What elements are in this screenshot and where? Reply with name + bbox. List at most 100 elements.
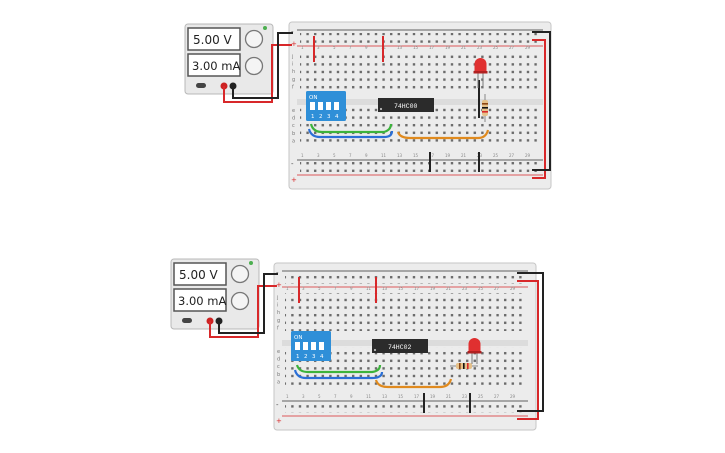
dip-switch-number-1: 1 bbox=[296, 354, 300, 360]
dip-switch-toggle-1[interactable] bbox=[295, 342, 300, 350]
wire-green[interactable] bbox=[295, 364, 382, 374]
column-number: 11 bbox=[366, 286, 372, 291]
resistor[interactable] bbox=[482, 94, 488, 122]
column-number: 21 bbox=[446, 286, 452, 291]
column-number: 25 bbox=[478, 286, 484, 291]
row-letter: e bbox=[292, 108, 295, 114]
dip-switch-toggle-4[interactable] bbox=[334, 102, 339, 110]
column-number: 9 bbox=[350, 394, 353, 399]
column-number: 13 bbox=[397, 153, 403, 158]
row-letter: f bbox=[292, 84, 294, 90]
power-supply[interactable]: 5.00 V 3.00 mA bbox=[170, 258, 260, 330]
column-number: 29 bbox=[525, 45, 531, 50]
dip-switch-toggle-3[interactable] bbox=[311, 342, 316, 350]
column-number: 1 bbox=[286, 286, 289, 291]
row-letter: j bbox=[276, 295, 278, 301]
row-letter: b bbox=[277, 372, 280, 378]
column-number: 5 bbox=[333, 45, 336, 50]
column-number: 1 bbox=[286, 394, 289, 399]
column-number: 19 bbox=[430, 286, 436, 291]
column-number: 7 bbox=[349, 153, 352, 158]
column-number: 13 bbox=[397, 45, 403, 50]
current-knob[interactable] bbox=[230, 291, 250, 311]
dip-switch-number-4: 4 bbox=[320, 354, 324, 360]
row-letter: i bbox=[292, 62, 293, 68]
wire-black-supply[interactable] bbox=[218, 273, 278, 334]
column-number: 3 bbox=[317, 153, 320, 158]
row-letter: d bbox=[277, 357, 280, 363]
column-number: 3 bbox=[302, 394, 305, 399]
column-number: 7 bbox=[334, 286, 337, 291]
wire-black-supply[interactable] bbox=[232, 32, 293, 99]
column-number: 5 bbox=[318, 286, 321, 291]
dip-switch-toggle-4[interactable] bbox=[319, 342, 324, 350]
column-number: 5 bbox=[318, 394, 321, 399]
row-letter: g bbox=[277, 318, 280, 324]
logic-chip[interactable]: 74HC02 bbox=[372, 339, 428, 353]
svg-text:+: + bbox=[276, 417, 282, 425]
wire-black-right[interactable] bbox=[517, 272, 544, 412]
led[interactable] bbox=[473, 58, 488, 88]
dip-switch-number-4: 4 bbox=[335, 114, 339, 120]
wire-blue[interactable] bbox=[307, 128, 394, 139]
row-letter: d bbox=[292, 116, 295, 122]
wire-red-right[interactable] bbox=[517, 280, 539, 420]
dip-switch-toggle-2[interactable] bbox=[303, 342, 308, 350]
column-number: 21 bbox=[446, 394, 452, 399]
wire-orange[interactable] bbox=[374, 378, 453, 389]
row-letter: h bbox=[292, 69, 295, 75]
wire-green[interactable] bbox=[309, 123, 393, 134]
column-number: 23 bbox=[462, 286, 468, 291]
chip-label: 74HC00 bbox=[394, 103, 418, 110]
voltage-display: 5.00 V bbox=[179, 268, 219, 282]
column-number: 15 bbox=[398, 394, 404, 399]
row-letter: c bbox=[292, 123, 295, 129]
column-number: 17 bbox=[414, 286, 420, 291]
column-number: 27 bbox=[509, 45, 515, 50]
power-supply[interactable]: 5.00 V 3.00 mA bbox=[184, 23, 274, 95]
dip-switch-number-2: 2 bbox=[304, 354, 308, 360]
row-letter: i bbox=[277, 303, 278, 309]
voltage-knob[interactable] bbox=[244, 29, 264, 49]
column-number: 3 bbox=[302, 286, 305, 291]
resistor[interactable] bbox=[450, 363, 478, 369]
wire-blue[interactable] bbox=[293, 369, 384, 380]
column-number: 9 bbox=[365, 45, 368, 50]
column-number: 15 bbox=[413, 153, 419, 158]
logic-chip[interactable]: 74HC00 bbox=[378, 98, 434, 112]
current-display: 3.00 mA bbox=[192, 59, 240, 73]
column-number: 21 bbox=[461, 153, 467, 158]
dip-switch-toggle-1[interactable] bbox=[310, 102, 315, 110]
wire-red-right[interactable] bbox=[532, 39, 546, 179]
dip-switch[interactable]: ON 1 2 3 4 bbox=[306, 91, 346, 121]
dip-switch-toggle-3[interactable] bbox=[326, 102, 331, 110]
column-number: 25 bbox=[493, 45, 499, 50]
column-number: 1 bbox=[301, 153, 304, 158]
wire-orange[interactable] bbox=[396, 129, 490, 140]
column-number: 29 bbox=[510, 394, 516, 399]
column-number: 29 bbox=[510, 286, 516, 291]
dip-switch-toggle-2[interactable] bbox=[318, 102, 323, 110]
column-number: 5 bbox=[333, 153, 336, 158]
led[interactable] bbox=[467, 338, 482, 364]
column-number: 23 bbox=[477, 45, 483, 50]
dip-switch[interactable]: ON 1 2 3 4 bbox=[291, 331, 331, 361]
current-knob[interactable] bbox=[244, 56, 264, 76]
column-number: 29 bbox=[525, 153, 531, 158]
column-number: 17 bbox=[429, 153, 435, 158]
dip-switch-number-3: 3 bbox=[327, 114, 331, 120]
column-number: 27 bbox=[509, 153, 515, 158]
power-indicator-icon bbox=[263, 26, 267, 30]
wire-black-right[interactable] bbox=[532, 31, 551, 171]
svg-text:-: - bbox=[291, 160, 294, 168]
dip-switch-number-2: 2 bbox=[319, 114, 323, 120]
row-letter: b bbox=[292, 131, 295, 137]
column-number: 17 bbox=[429, 45, 435, 50]
voltage-knob[interactable] bbox=[230, 264, 250, 284]
column-number: 15 bbox=[398, 286, 404, 291]
